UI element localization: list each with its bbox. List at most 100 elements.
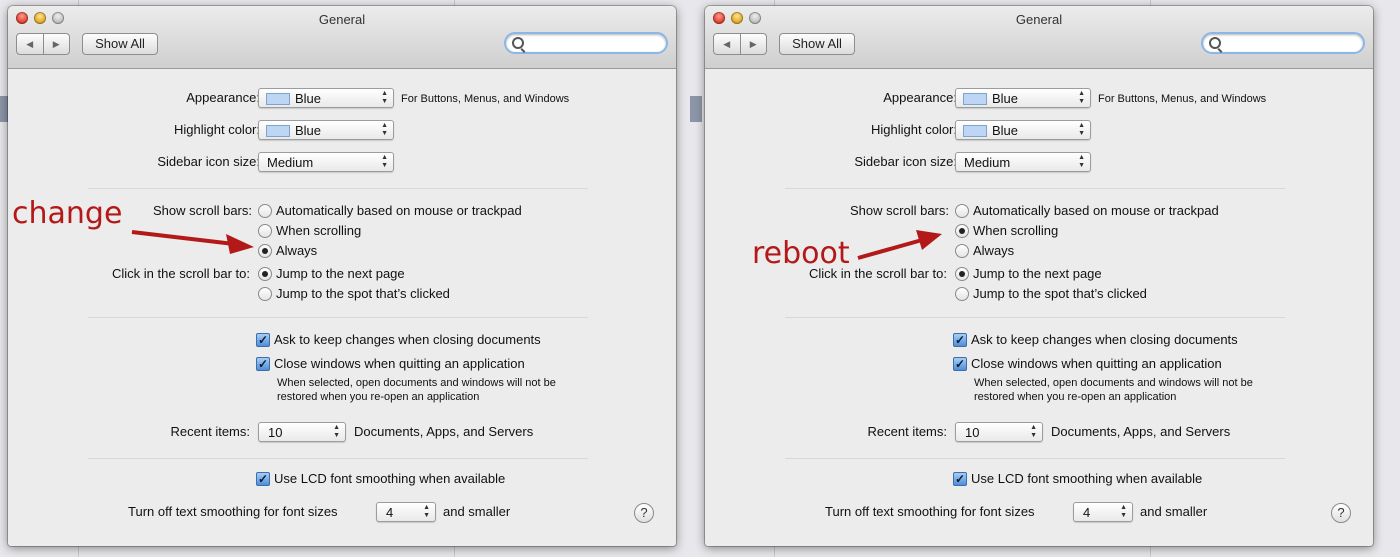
smoothing-label: Turn off text smoothing for font sizes: [128, 504, 338, 519]
appearance-popup[interactable]: Blue ▲▼: [258, 88, 394, 108]
recent-items-popup[interactable]: 10 ▲▼: [955, 422, 1043, 442]
back-arrow-icon[interactable]: ◀: [26, 38, 34, 49]
close-windows-checkbox[interactable]: ✓: [953, 357, 967, 371]
close-windows-checkbox[interactable]: ✓: [256, 357, 270, 371]
lcd-smoothing-checkbox[interactable]: ✓: [256, 472, 270, 486]
minimize-icon[interactable]: [731, 12, 743, 24]
scroll-option-always[interactable]: Always: [973, 243, 1015, 258]
radio-always[interactable]: [955, 244, 969, 258]
sidebar-size-value: Medium: [267, 155, 314, 170]
sidebar-size-value: Medium: [964, 155, 1011, 170]
help-icon[interactable]: ?: [1331, 503, 1351, 523]
scroll-option-auto[interactable]: Automatically based on mouse or trackpad: [973, 203, 1219, 218]
forward-arrow-icon[interactable]: ▶: [739, 34, 767, 54]
close-windows-label[interactable]: Close windows when quitting an applicati…: [971, 356, 1222, 371]
ask-keep-checkbox[interactable]: ✓: [256, 333, 270, 347]
recent-items-note: Documents, Apps, and Servers: [1051, 424, 1231, 439]
ask-keep-checkbox[interactable]: ✓: [953, 333, 967, 347]
smoothing-note: and smaller: [443, 504, 511, 519]
recent-items-note: Documents, Apps, and Servers: [354, 424, 534, 439]
search-icon: [1209, 37, 1221, 49]
radio-when-scrolling[interactable]: [258, 224, 272, 238]
ask-keep-label[interactable]: Ask to keep changes when closing documen…: [971, 332, 1238, 347]
background-selection: [690, 96, 702, 122]
divider: [785, 188, 1285, 189]
color-swatch-icon: [266, 93, 290, 105]
sidebar-size-label: Sidebar icon size:: [157, 154, 260, 169]
annotation-change: change: [12, 196, 123, 231]
show-all-button[interactable]: Show All: [779, 33, 855, 55]
highlight-label: Highlight color:: [174, 122, 260, 137]
scroll-option-when-scrolling[interactable]: When scrolling: [276, 223, 362, 238]
click-scroll-label: Click in the scroll bar to:: [112, 266, 250, 281]
radio-auto[interactable]: [955, 204, 969, 218]
radio-always[interactable]: [258, 244, 272, 258]
annotation-arrow-icon: [131, 230, 254, 254]
forward-arrow-icon[interactable]: ▶: [42, 34, 70, 54]
scroll-option-auto[interactable]: Automatically based on mouse or trackpad: [276, 203, 522, 218]
click-option-spot-clicked[interactable]: Jump to the spot that’s clicked: [276, 286, 450, 301]
show-all-button[interactable]: Show All: [82, 33, 158, 55]
radio-spot-clicked[interactable]: [258, 287, 272, 301]
sidebar-size-popup[interactable]: Medium ▲▼: [955, 152, 1091, 172]
radio-auto[interactable]: [258, 204, 272, 218]
click-option-next-page[interactable]: Jump to the next page: [276, 266, 405, 281]
close-windows-note-1: When selected, open documents and window…: [974, 377, 1253, 389]
recent-items-label: Recent items:: [867, 424, 947, 439]
popup-arrows-icon: ▲▼: [1078, 90, 1085, 105]
lcd-smoothing-label[interactable]: Use LCD font smoothing when available: [274, 471, 506, 486]
window-title: General: [318, 12, 366, 27]
click-option-next-page[interactable]: Jump to the next page: [973, 266, 1102, 281]
appearance-label: Appearance:: [883, 90, 957, 105]
close-windows-note-2: restored when you re-open an application: [974, 391, 1177, 403]
radio-next-page[interactable]: [258, 267, 272, 281]
scroll-option-always[interactable]: Always: [276, 243, 318, 258]
zoom-icon[interactable]: [749, 12, 761, 24]
popup-arrows-icon: ▲▼: [1030, 424, 1037, 439]
close-windows-label[interactable]: Close windows when quitting an applicati…: [274, 356, 525, 371]
lcd-smoothing-checkbox[interactable]: ✓: [953, 472, 967, 486]
ask-keep-label[interactable]: Ask to keep changes when closing documen…: [274, 332, 541, 347]
minimize-icon[interactable]: [34, 12, 46, 24]
popup-arrows-icon: ▲▼: [1120, 504, 1127, 519]
back-forward-control: ◀ ▶: [713, 33, 767, 55]
smoothing-size-value: 4: [386, 505, 394, 520]
appearance-value: Blue: [295, 91, 322, 106]
toolbar: General ◀ ▶ Show All: [705, 6, 1373, 69]
popup-arrows-icon: ▲▼: [381, 90, 388, 105]
sidebar-size-popup[interactable]: Medium ▲▼: [258, 152, 394, 172]
close-icon[interactable]: [713, 12, 725, 24]
appearance-label: Appearance:: [186, 90, 260, 105]
divider: [785, 317, 1285, 318]
radio-next-page[interactable]: [955, 267, 969, 281]
zoom-icon[interactable]: [52, 12, 64, 24]
smoothing-label: Turn off text smoothing for font sizes: [825, 504, 1035, 519]
general-prefs-window-left: General ◀ ▶ Show All Appearance: Blue ▲▼…: [8, 6, 676, 546]
window-controls: [16, 12, 64, 24]
highlight-popup[interactable]: Blue ▲▼: [955, 120, 1091, 140]
toolbar: General ◀ ▶ Show All: [8, 6, 676, 69]
smoothing-size-popup[interactable]: 4 ▲▼: [1073, 502, 1133, 522]
highlight-popup[interactable]: Blue ▲▼: [258, 120, 394, 140]
close-windows-note-2: restored when you re-open an application: [277, 391, 480, 403]
window-controls: [713, 12, 761, 24]
recent-items-popup[interactable]: 10 ▲▼: [258, 422, 346, 442]
back-forward-control: ◀ ▶: [16, 33, 70, 55]
help-icon[interactable]: ?: [634, 503, 654, 523]
smoothing-size-value: 4: [1083, 505, 1091, 520]
click-option-spot-clicked[interactable]: Jump to the spot that’s clicked: [973, 286, 1147, 301]
search-input[interactable]: [504, 32, 668, 54]
popup-arrows-icon: ▲▼: [1078, 122, 1085, 137]
lcd-smoothing-label[interactable]: Use LCD font smoothing when available: [971, 471, 1203, 486]
close-icon[interactable]: [16, 12, 28, 24]
scroll-option-when-scrolling[interactable]: When scrolling: [973, 223, 1059, 238]
radio-when-scrolling[interactable]: [955, 224, 969, 238]
search-icon: [512, 37, 524, 49]
radio-spot-clicked[interactable]: [955, 287, 969, 301]
search-input[interactable]: [1201, 32, 1365, 54]
recent-items-value: 10: [268, 425, 283, 440]
smoothing-size-popup[interactable]: 4 ▲▼: [376, 502, 436, 522]
back-arrow-icon[interactable]: ◀: [723, 38, 731, 49]
divider: [88, 317, 588, 318]
appearance-popup[interactable]: Blue ▲▼: [955, 88, 1091, 108]
